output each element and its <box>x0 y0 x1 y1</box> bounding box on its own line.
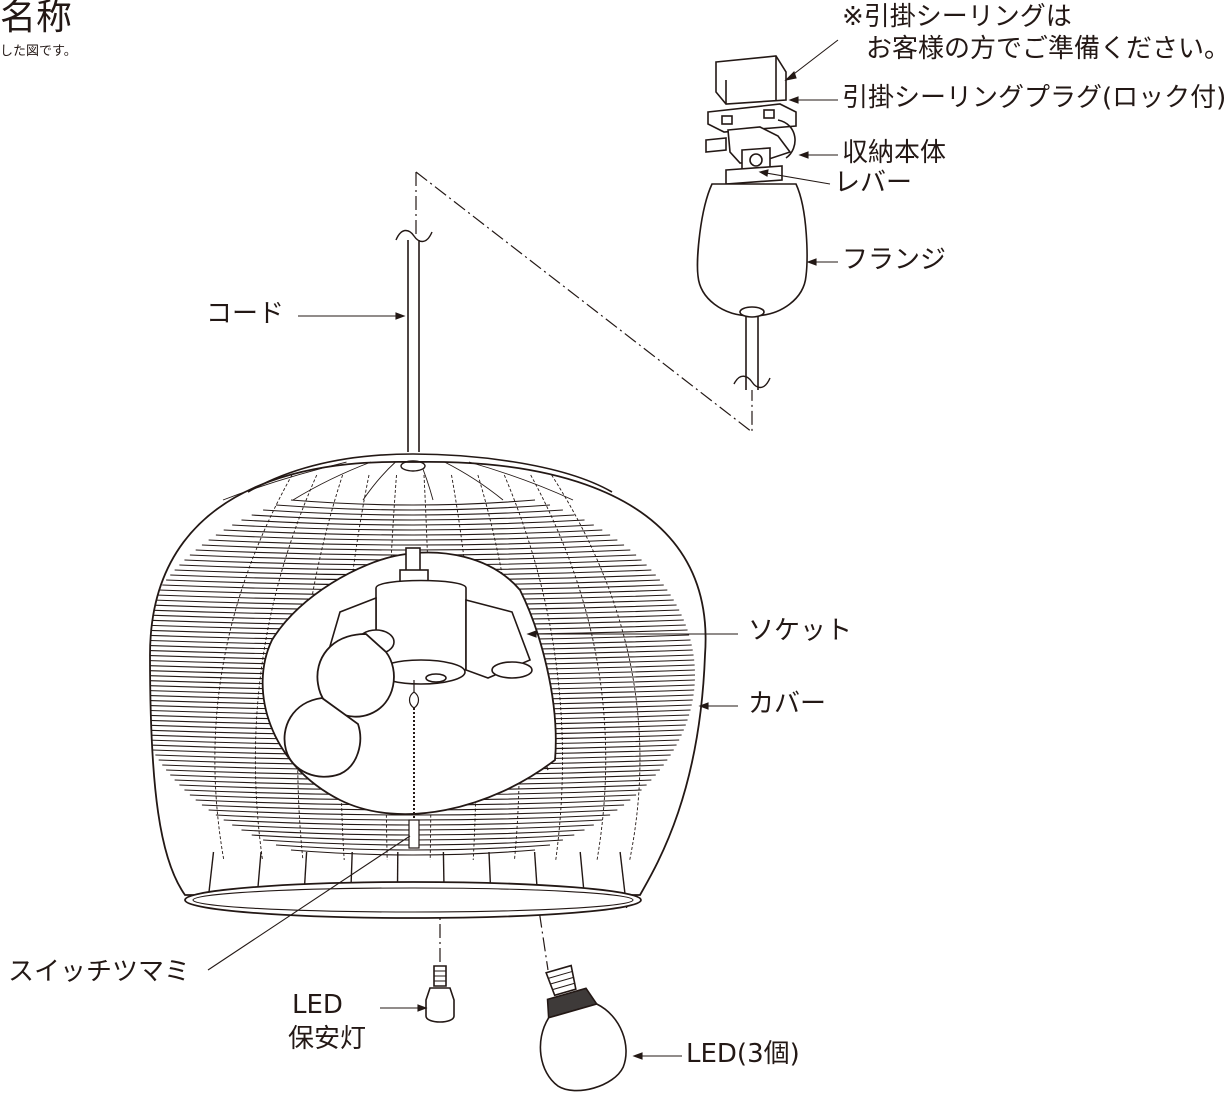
ceiling-plug-assembly <box>705 55 797 185</box>
shade-rib <box>530 474 607 861</box>
weave-strand <box>208 809 618 816</box>
note-line-1: ※引掛シーリングは <box>842 2 1072 32</box>
led-bulb <box>539 964 627 1092</box>
shade-rib <box>254 474 318 861</box>
page-subtitle: した図です。 <box>0 44 77 59</box>
led-safety-bulb <box>425 965 455 1023</box>
label-led-bulbs: LED(3個) <box>686 1039 800 1069</box>
label-storage: 収納本体 <box>842 138 947 168</box>
label-flange: フランジ <box>842 245 947 275</box>
label-plug: 引掛シーリングプラグ(ロック付) <box>842 83 1227 113</box>
shade-rib <box>214 474 293 861</box>
weave-strand <box>215 534 611 541</box>
cord <box>395 229 433 452</box>
weave-strand <box>251 514 575 521</box>
shade-rib <box>297 474 344 861</box>
label-led-safety-line-2: 保安灯 <box>288 1024 367 1054</box>
shade-rib <box>551 474 641 861</box>
dome-band <box>468 461 574 501</box>
weave-strand <box>232 524 594 531</box>
weave-strand <box>208 539 618 546</box>
dome-band <box>362 461 396 501</box>
note-line-2: お客様の方でご準備ください。 <box>866 34 1231 64</box>
label-lever: レバー <box>834 168 913 198</box>
weave-strand <box>275 504 551 511</box>
weave-strand <box>223 529 603 536</box>
label-switch-knob: スイッチツマミ <box>8 957 191 987</box>
weave-strand <box>263 509 563 516</box>
page-title: 名称 <box>0 0 73 38</box>
label-led-safety-line-1: LED <box>292 990 343 1020</box>
label-cord: コード <box>206 299 285 329</box>
flange <box>696 183 808 390</box>
shade-rib <box>503 474 563 861</box>
weave-strand <box>290 849 536 856</box>
dome-band <box>292 461 372 501</box>
weave-strand <box>290 499 536 506</box>
label-cover: カバー <box>748 689 827 719</box>
label-socket: ソケット <box>748 616 853 646</box>
weave-strand <box>241 519 585 526</box>
socket-cluster <box>283 547 533 849</box>
weave-strand <box>275 844 551 851</box>
leader-lines <box>207 39 839 1060</box>
dome-band <box>444 461 504 501</box>
